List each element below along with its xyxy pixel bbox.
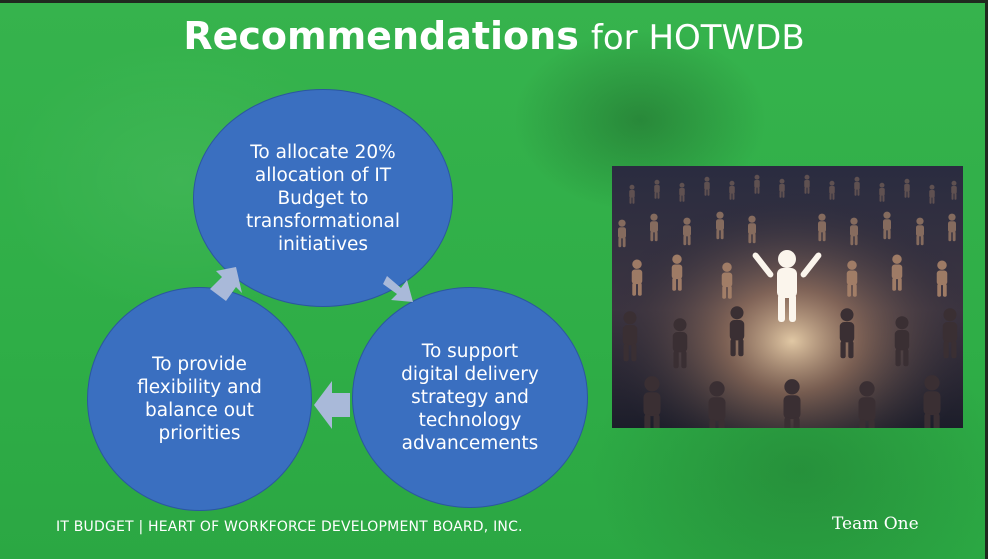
cycle-step-text: To provide flexibility and balance out p… bbox=[137, 354, 262, 444]
cycle-arrow-up-icon bbox=[210, 267, 242, 301]
cycle-step-text: To allocate 20% allocation of IT Budget … bbox=[246, 141, 400, 255]
crowd-photo bbox=[612, 166, 963, 428]
highlighted-figure-icon bbox=[752, 250, 822, 322]
right-border bbox=[985, 0, 988, 559]
top-border bbox=[0, 0, 988, 3]
title-bold: Recommendations bbox=[183, 14, 579, 58]
cycle-step-flexibility: To provide flexibility and balance out p… bbox=[87, 287, 312, 511]
slide-title: Recommendations for HOTWDB bbox=[0, 14, 988, 58]
cycle-step-support: To support digital delivery strategy and… bbox=[352, 287, 588, 508]
cycle-arrow-right-icon bbox=[383, 276, 413, 302]
footer-team: Team One bbox=[832, 514, 919, 534]
footer-org: IT BUDGET | HEART OF WORKFORCE DEVELOPME… bbox=[56, 519, 523, 535]
cycle-step-text: To support digital delivery strategy and… bbox=[401, 341, 539, 454]
cycle-arrow-left-icon bbox=[314, 381, 350, 429]
title-rest: for HOTWDB bbox=[590, 18, 805, 58]
